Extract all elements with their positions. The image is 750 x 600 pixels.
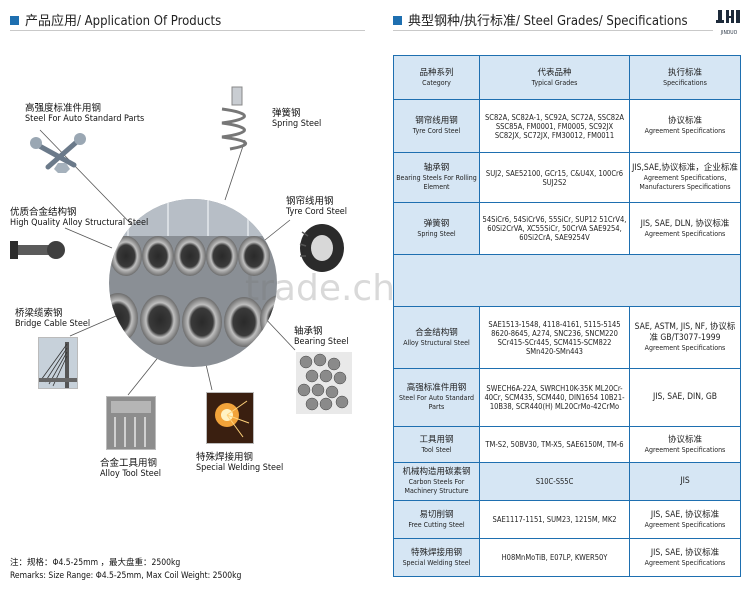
- bridge-photo: [38, 337, 78, 389]
- steel-balls-photo: [296, 352, 352, 414]
- bolts-icon: [30, 133, 86, 173]
- tyre-icon: [299, 224, 344, 272]
- row-spec: JIS, SAE, DIN, GB: [629, 368, 741, 427]
- app-label-cn: 特殊焊接用钢: [196, 452, 254, 463]
- row-grades: TM-S2, 50BV30, TM-X5, SAE6150M, TM-6: [479, 426, 630, 463]
- app-label-cn: 弹簧钢: [272, 108, 301, 119]
- title-square-icon: [393, 16, 402, 25]
- app-label-en: Bridge Cable Steel: [15, 319, 91, 329]
- logo-text: JINDUO: [720, 30, 738, 36]
- row-grades: H08MnMoTiB, E07LP, KWER50Y: [479, 538, 630, 577]
- jinduo-logo: JINDUO: [712, 8, 746, 36]
- row-grades: SAE1513-1548, 4118-4161, 5115-5145 8620-…: [479, 306, 630, 369]
- remarks: 注：规格：Φ4.5-25mm ，最大盘重：2500kg Remarks: Siz…: [10, 557, 241, 583]
- application-alloy-tool-steel: 合金工具用钢 Alloy Tool Steel: [100, 458, 161, 480]
- app-label-cn: 高强度标准件用钢: [25, 103, 102, 114]
- application-spring-steel: 弹簧钢 Spring Steel: [272, 108, 321, 130]
- steel-coils-photo: [109, 199, 277, 367]
- app-label-cn: 钢帘线用钢: [286, 196, 334, 207]
- right-section-title: 典型钢种/执行标准/ Steel Grades/ Specifications: [393, 10, 688, 29]
- app-label-cn: 优质合金结构钢: [10, 207, 77, 218]
- welding-photo: [206, 392, 254, 444]
- app-label-cn: 轴承钢: [294, 326, 323, 337]
- table-blank-row: [393, 254, 741, 307]
- suspension-spring-icon: [221, 86, 247, 151]
- app-label-cn: 合金工具用钢: [100, 458, 158, 469]
- row-grades: SUJ2, SAE52100, GCr15, C&U4X, 100Cr6 SUJ…: [479, 152, 630, 203]
- row-grades: SAE1117-1151, SUM23, 1215M, MK2: [479, 500, 630, 539]
- logo-mark-icon: [716, 10, 740, 23]
- row-grades: SWECH6A-22A, SWRCH10K-35K ML20Cr-40Cr, S…: [479, 368, 630, 427]
- app-label-en: Bearing Steel: [294, 337, 349, 347]
- application-tyre-cord-steel: 钢帘线用钢 Tyre Cord Steel: [286, 196, 347, 218]
- app-label-en: High Quality Alloy Structural Steel: [10, 218, 149, 228]
- application-bearing-steel: 轴承钢 Bearing Steel: [294, 326, 348, 348]
- application-alloy-structural-steel: 优质合金结构钢 High Quality Alloy Structural St…: [10, 207, 148, 229]
- app-label-en: Alloy Tool Steel: [100, 469, 162, 479]
- app-label-en: Steel For Auto Standard Parts: [25, 114, 145, 124]
- row-grades: S10C-S55C: [479, 462, 630, 501]
- left-title-cn: 产品应用: [25, 14, 78, 29]
- application-bridge-cable-steel: 桥梁缆索钢 Bridge Cable Steel: [15, 308, 90, 330]
- right-title-cn: 典型钢种/执行标准: [408, 14, 516, 29]
- row-grades: 54SiCr6, 54SiCrV6, 55SiCr, SUP12 51CrV4,…: [479, 202, 630, 255]
- app-label-en: Tyre Cord Steel: [286, 207, 348, 217]
- right-divider: [393, 30, 713, 31]
- left-section-title: 产品应用/ Application Of Products: [10, 10, 221, 29]
- drive-shaft-icon: [10, 241, 65, 259]
- remarks-cn: 注：规格：Φ4.5-25mm ，最大盘重：2500kg: [10, 558, 181, 568]
- row-spec: JIS: [629, 462, 741, 501]
- application-special-welding-steel: 特殊焊接用钢 Special Welding Steel: [196, 452, 283, 474]
- right-title-en: / Steel Grades/ Specifications: [515, 14, 688, 29]
- remarks-en: Remarks: Size Range: Φ4.5-25mm, Max Coil…: [10, 571, 242, 581]
- title-square-icon: [10, 16, 19, 25]
- app-label-en: Special Welding Steel: [196, 463, 284, 473]
- left-title-en: / Application Of Products: [77, 14, 222, 29]
- app-label-en: Spring Steel: [272, 119, 322, 129]
- app-label-cn: 桥梁缆索钢: [15, 308, 63, 319]
- application-auto-standard-parts: 高强度标准件用钢 Steel For Auto Standard Parts: [25, 103, 144, 125]
- row-grades: SC82A, SC82A-1, SC92A, SC72A, SSC82A SSC…: [479, 99, 630, 153]
- left-divider: [10, 30, 365, 31]
- tool-steel-photo: [106, 396, 156, 450]
